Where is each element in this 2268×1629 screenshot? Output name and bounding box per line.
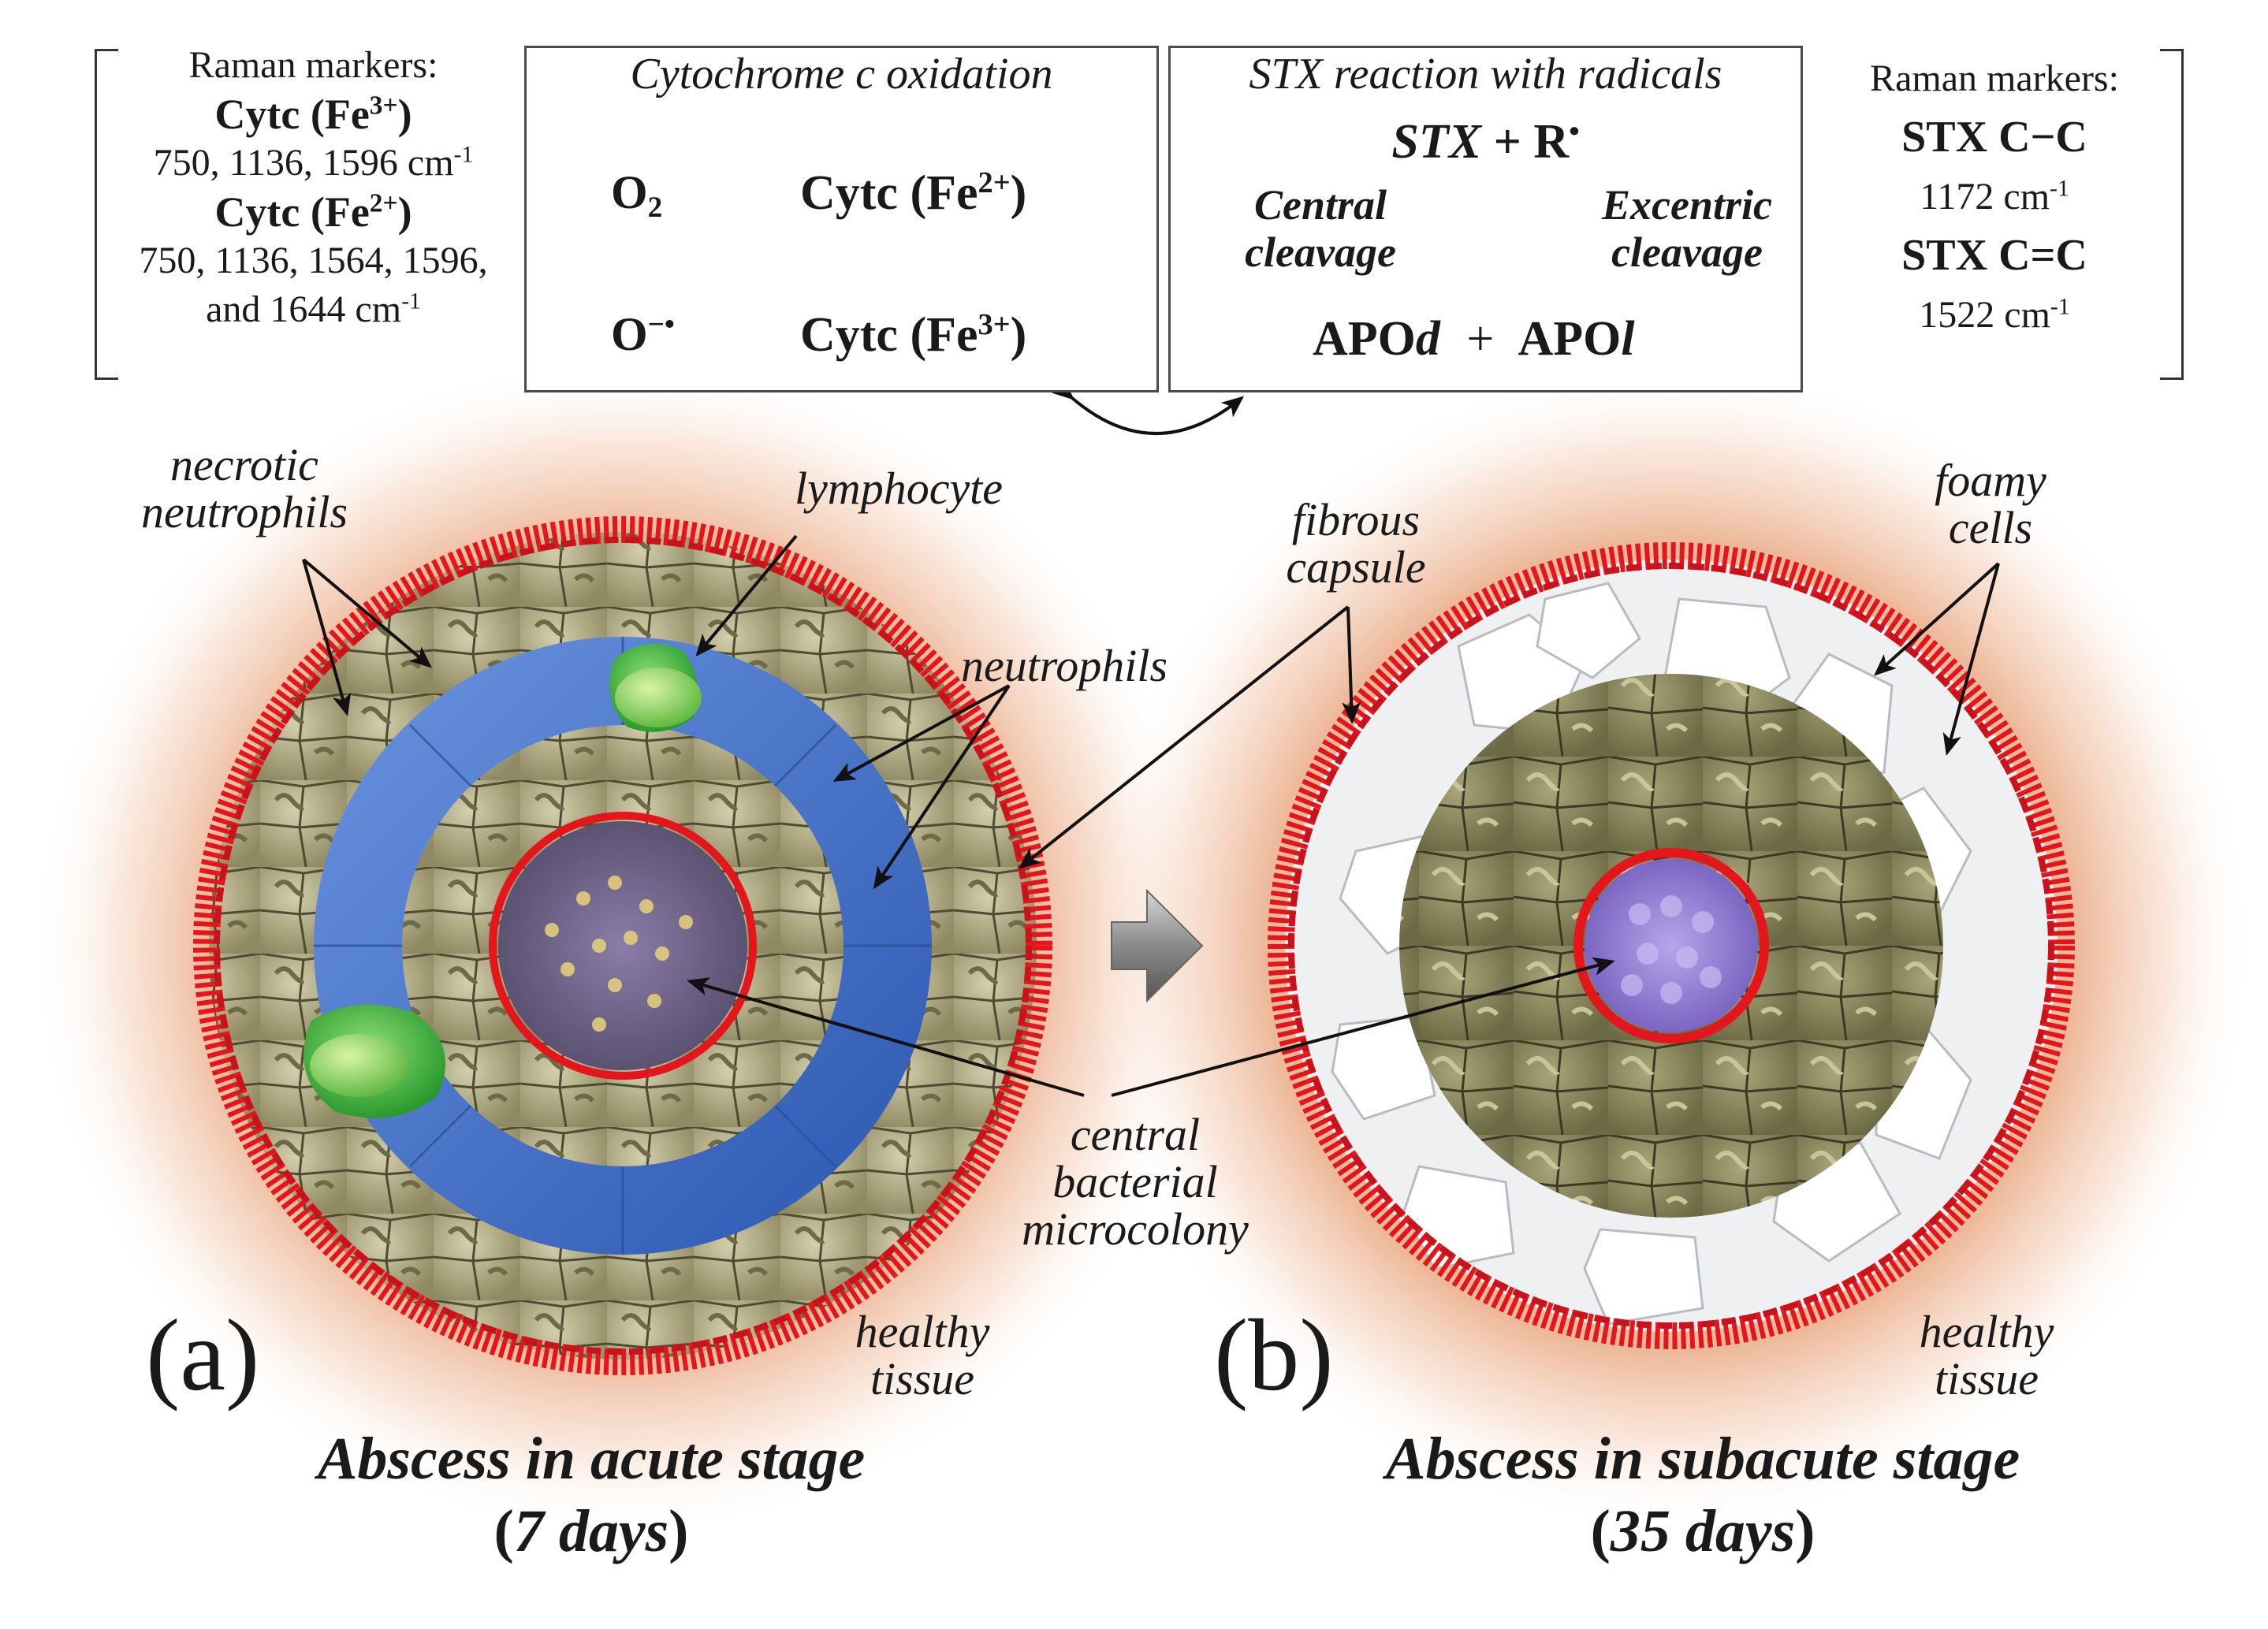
stage-transition-arrow xyxy=(1111,888,1204,1003)
cytochrome-oxidation-box xyxy=(524,46,1159,392)
fibrous-capsule-b xyxy=(1268,542,2075,1349)
cytc-fe3-species: Cytc (Fe3+) xyxy=(800,307,1027,362)
panel-a-letter: (a) xyxy=(146,1299,260,1412)
apo-products: APOd + APOl xyxy=(1313,312,1635,366)
cytc-fe3-marker: Cytc (Fe3+) xyxy=(214,91,412,138)
panel-a-abscess xyxy=(32,355,1214,1537)
stx-cc-single-band: 1172 cm-1 xyxy=(1920,175,2069,218)
stx-cc-double-marker: STX C=C xyxy=(1901,231,2087,280)
cytochrome-box-title: Cytochrome c oxidation xyxy=(630,50,1053,99)
fibrous-capsule-a xyxy=(193,516,1052,1375)
annotation-arrows xyxy=(302,378,2000,1097)
panel-b-letter: (b) xyxy=(1214,1299,1334,1412)
cytc-fe2-bands-line1: 750, 1136, 1564, 1596, xyxy=(139,240,488,281)
stx-cc-single-marker: STX C−C xyxy=(1901,113,2087,162)
lymphocyte-cell-upper xyxy=(609,644,702,732)
left-markers-bracket xyxy=(95,49,118,380)
lymphocyte-label: lymphocyte xyxy=(794,463,1004,514)
neutrophils-label: neutrophils xyxy=(960,640,1168,691)
superoxide-species: O−• xyxy=(611,308,675,360)
left-raman-markers: Raman markers: Cytc (Fe3+) 750, 1136, 15… xyxy=(110,41,516,334)
panel-b-title: Abscess in subacute stage (35 days) xyxy=(1385,1426,2020,1564)
o2-species: O2 xyxy=(611,166,663,225)
bacterial-microcolony-b xyxy=(1585,859,1758,1032)
cytc-fe3-bands: 750, 1136, 1596 cm-1 xyxy=(153,141,474,184)
panel-a-title: Abscess in acute stage (7 days) xyxy=(317,1426,866,1564)
bacterial-microcolony-a xyxy=(498,821,747,1070)
stx-cc-double-band: 1522 cm-1 xyxy=(1919,293,2070,336)
right-markers-heading: Raman markers: xyxy=(1870,58,2119,99)
stx-box-title: STX reaction with radicals xyxy=(1249,50,1722,99)
cytc-fe2-species: Cytc (Fe2+) xyxy=(800,166,1027,220)
cytc-fe2-bands-line2: and 1644 cm-1 xyxy=(206,288,421,330)
left-markers-heading: Raman markers: xyxy=(188,44,438,86)
lymphocyte-cell-lower xyxy=(304,1004,445,1118)
cytc-fe2-marker: Cytc (Fe2+) xyxy=(214,188,412,236)
right-raman-markers: Raman markers: STX C−C 1172 cm-1 STX C=C… xyxy=(1805,49,2184,344)
stx-plus-radical: STX + R• xyxy=(1391,114,1580,169)
stx-radical-reaction-box xyxy=(1168,46,1803,392)
right-markers-bracket xyxy=(2160,49,2184,380)
panel-b-abscess xyxy=(1088,363,2255,1529)
